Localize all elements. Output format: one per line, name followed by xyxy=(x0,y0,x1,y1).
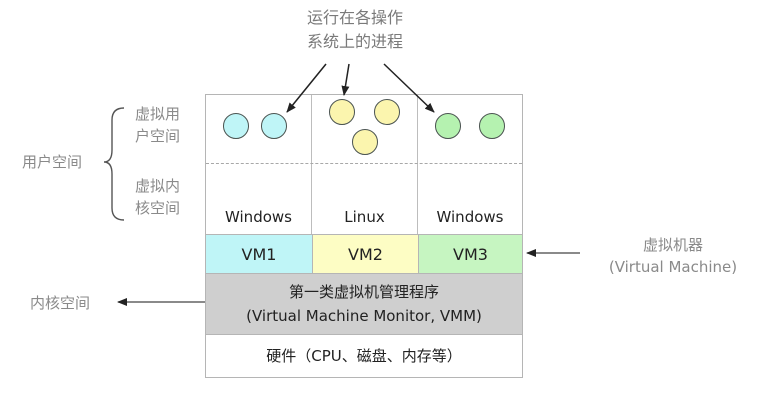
processes-annotation: 运行在各操作 系统上的进程 xyxy=(290,6,420,54)
hypervisor-layer: 第一类虚拟机管理程序 (Virtual Machine Monitor, VMM… xyxy=(206,273,522,334)
arrow-to-vm1-process xyxy=(286,63,327,113)
architecture-stack: Windows Linux Windows VM1 VM2 VM3 第一类虚拟机… xyxy=(205,94,523,378)
processes-annotation-line2: 系统上的进程 xyxy=(306,32,403,51)
virtual-kernel-space-line1: 虚拟内 xyxy=(135,177,181,195)
virtual-user-space-line2: 户空间 xyxy=(135,127,181,145)
process-vm1 xyxy=(223,113,249,139)
process-vm3 xyxy=(435,113,461,139)
virtual-user-space-line1: 虚拟用 xyxy=(135,105,181,123)
processes-annotation-line1: 运行在各操作 xyxy=(306,8,403,27)
virtual-kernel-space-label: 虚拟内 核空间 xyxy=(135,175,180,219)
process-vm2 xyxy=(374,99,400,125)
hypervisor-subtitle: (Virtual Machine Monitor, VMM) xyxy=(246,307,482,325)
vm2-cell: VM2 xyxy=(312,234,418,273)
virtual-machine-line2: (Virtual Machine) xyxy=(608,258,738,276)
user-kernel-dashed-divider xyxy=(206,163,522,164)
vm1-cell: VM1 xyxy=(206,234,312,273)
process-vm1 xyxy=(261,113,287,139)
process-vm2 xyxy=(352,129,378,155)
os-label-vm3: Windows xyxy=(436,208,504,226)
hypervisor-title: 第一类虚拟机管理程序 xyxy=(288,283,439,301)
process-vm3 xyxy=(479,113,505,139)
virtual-machine-line1: 虚拟机器 xyxy=(642,236,703,254)
process-vm2 xyxy=(329,99,355,125)
user-space-label: 用户空间 xyxy=(22,153,83,171)
hardware-layer: 硬件（CPU、磁盘、内存等） xyxy=(206,334,522,377)
os-label-vm1: Windows xyxy=(225,208,292,226)
user-space-brace xyxy=(103,107,125,221)
os-label-vm2: Linux xyxy=(344,208,385,226)
arrow-to-vm2-process xyxy=(341,63,350,96)
kernel-space-label: 内核空间 xyxy=(30,294,91,312)
arrow-to-vm3-process xyxy=(383,63,435,113)
vm3-cell: VM3 xyxy=(418,234,522,273)
virtual-kernel-space-line2: 核空间 xyxy=(135,199,181,217)
virtual-user-space-label: 虚拟用 户空间 xyxy=(135,103,180,147)
column-divider xyxy=(311,95,312,234)
column-divider xyxy=(417,95,418,234)
virtual-machine-label: 虚拟机器 (Virtual Machine) xyxy=(598,234,748,278)
